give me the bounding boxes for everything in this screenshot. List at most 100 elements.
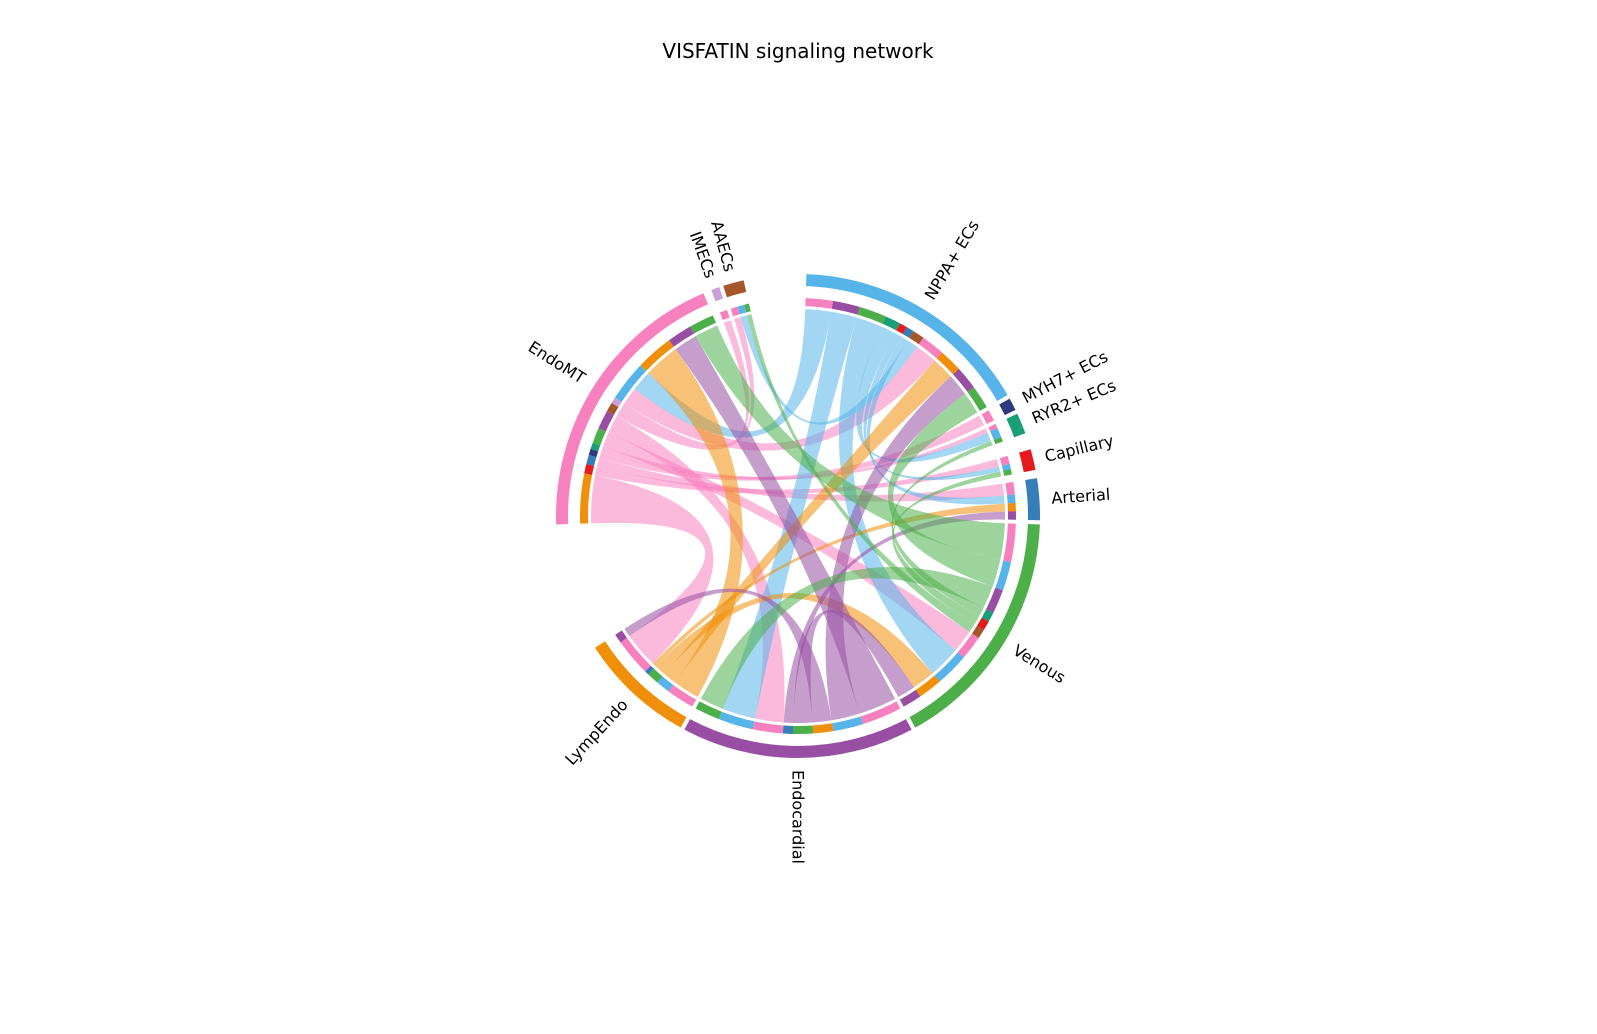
outer-arc-capillary — [1019, 449, 1036, 473]
inner-arc-endomt — [586, 454, 597, 466]
inner-arc-endocardial — [718, 711, 755, 730]
inner-arc-nppa-ecs — [831, 300, 860, 315]
inner-arc-endomt — [668, 326, 695, 347]
outer-arc-layer — [556, 274, 1040, 758]
inner-arc-nppa-ecs — [967, 387, 987, 411]
inner-arc-aaecs — [730, 306, 740, 317]
inner-arc-endomt — [584, 464, 595, 475]
outer-arc-endomt — [556, 293, 709, 525]
inner-arc-endocardial — [695, 701, 722, 720]
ribbon-layer — [591, 309, 1005, 723]
inner-arc-myh7-ecs — [981, 410, 994, 424]
inner-arc-lympendo — [668, 684, 697, 707]
inner-arc-nppa-ecs — [918, 337, 943, 359]
inner-arc-venous — [915, 675, 940, 697]
inner-arc-nppa-ecs — [936, 352, 959, 375]
chart-title: VISFATIN signaling network — [662, 39, 934, 63]
inner-arc-endomt — [614, 382, 633, 402]
inner-arc-imecs — [719, 309, 730, 320]
inner-arc-endocardial — [782, 725, 794, 734]
inner-arc-nppa-ecs — [882, 316, 900, 331]
outer-arc-venous — [909, 524, 1040, 728]
inner-arc-lympendo — [620, 637, 651, 672]
inner-arc-endomt — [590, 442, 601, 452]
outer-arc-ryr2-ecs — [1006, 413, 1026, 438]
inner-arc-arterial — [1007, 511, 1016, 520]
inner-arc-venous — [957, 633, 979, 658]
inner-arc-nppa-ecs — [953, 368, 974, 392]
label-venous: Venous — [1010, 641, 1069, 687]
inner-arc-endocardial — [792, 725, 814, 734]
inner-arc-capillary — [999, 455, 1010, 466]
inner-arc-endomt — [598, 411, 614, 432]
outer-arc-myh7-ecs — [999, 398, 1016, 416]
ribbon-lympendo-to-venous — [656, 592, 933, 688]
inner-arc-lympendo — [657, 676, 674, 692]
inner-arc-lympendo — [615, 630, 628, 643]
label-endomt: EndoMT — [525, 337, 589, 387]
inner-arc-venous — [899, 689, 921, 707]
inner-arc-nppa-ecs — [857, 306, 886, 324]
ribbon-endomt-to-arterial — [596, 457, 1004, 502]
outer-arc-lympendo — [595, 641, 687, 728]
ribbon-endomt-to-lympendo — [591, 475, 714, 664]
inner-arc-endocardial — [812, 723, 834, 734]
inner-arc-arterial — [1006, 494, 1016, 504]
ribbon-endomt-to-aaecs — [616, 317, 755, 450]
ribbon-venous-to-endocardial — [700, 566, 993, 709]
label-nppa-ecs: NPPA+ ECs — [921, 217, 983, 303]
inner-arc-venous — [934, 652, 964, 682]
inner-arc-nppa-ecs — [909, 331, 924, 345]
inner-arc-venous — [995, 560, 1012, 591]
inner-arc-endomt — [580, 473, 593, 524]
ribbon-endocardial-to-nppa-ecs — [825, 376, 966, 721]
inner-arc-arterial — [1005, 481, 1015, 496]
inner-arc-aaecs — [737, 304, 747, 315]
inner-arc-lympendo — [648, 668, 663, 683]
inner-arc-venous — [1003, 523, 1016, 563]
label-arterial: Arterial — [1051, 485, 1111, 508]
outer-arc-nppa-ecs — [806, 274, 1008, 401]
inner-arc-endocardial — [860, 701, 901, 725]
label-lympendo: LympEndo — [561, 695, 631, 769]
inner-arc-endomt — [592, 428, 606, 446]
inner-arc-venous — [971, 625, 984, 639]
ribbon-venous-to-nppa-ecs — [887, 393, 1001, 587]
inner-arc-ryr2-ecs — [993, 436, 1003, 445]
label-capillary: Capillary — [1043, 431, 1116, 466]
ribbon-nppa-ecs-to-venous — [838, 317, 956, 674]
ribbon-venous-to-ryr2-ecs — [891, 440, 993, 617]
inner-arc-endomt — [588, 448, 599, 458]
ribbon-endomt-to-venous — [603, 432, 970, 651]
inner-arc-lympendo — [645, 665, 654, 675]
inner-arc-nppa-ecs — [902, 327, 914, 338]
inner-arc-endomt — [611, 397, 622, 408]
outer-arc-aaecs — [723, 280, 747, 298]
inner-arc-ryr2-ecs — [988, 423, 998, 432]
inner-arc-venous — [981, 609, 994, 622]
inner-arc-aaecs — [744, 303, 751, 313]
ribbon-endomt-to-endocardial — [608, 416, 785, 723]
ribbon-venous-to-endomt — [695, 325, 1005, 560]
inner-arc-arterial — [1007, 502, 1016, 512]
inner-arc-capillary — [1001, 463, 1011, 471]
outer-arc-endocardial — [684, 719, 912, 758]
inner-arc-nppa-ecs — [896, 323, 907, 335]
label-endocardial: Endocardial — [789, 770, 808, 864]
inner-arc-endomt — [690, 315, 716, 334]
inner-arc-endocardial — [752, 721, 784, 734]
inner-arc-capillary — [1003, 469, 1012, 476]
outer-arc-arterial — [1025, 478, 1040, 521]
ribbon-lympendo-to-nppa-ecs — [664, 360, 951, 683]
inner-arc-ryr2-ecs — [990, 428, 1002, 440]
ribbon-nppa-ecs-to-aaecs — [740, 315, 918, 425]
inner-arc-layer — [580, 298, 1016, 734]
outer-arc-imecs — [711, 287, 724, 302]
inner-arc-endomt — [625, 365, 647, 387]
ribbon-endocardial-to-venous — [793, 609, 915, 723]
inner-arc-endocardial — [832, 716, 863, 732]
inner-arc-endomt — [606, 402, 619, 415]
inner-arc-venous — [977, 617, 989, 630]
inner-arc-venous — [986, 587, 1003, 613]
